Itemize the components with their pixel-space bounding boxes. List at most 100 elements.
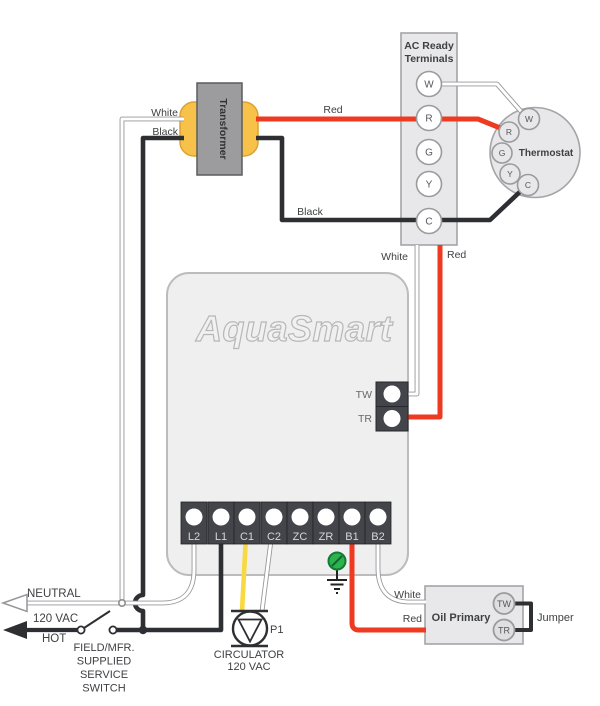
white-wire-w-inner	[429, 82, 527, 117]
tw-terminal	[383, 385, 401, 403]
tstat-terminal-w-label: W	[525, 114, 533, 124]
oil-terminal-tr	[492, 618, 516, 642]
switch-label-line3: SERVICE	[80, 669, 128, 681]
ac-panel-terminals: W R G Y C	[415, 70, 443, 235]
circulator-label-line1: CIRCULATOR	[214, 649, 285, 661]
oil-primary-terminals: TW TR Jumper	[492, 592, 574, 642]
tstat-terminal-c-label: C	[525, 180, 531, 190]
terminal-c1-label: C1	[240, 531, 254, 543]
ac-panel-title-line2: Terminals	[405, 53, 454, 65]
panel-terminal-y-label: Y	[426, 180, 433, 191]
thermostat-terminals: W R G Y C	[491, 107, 541, 197]
screw-slot	[331, 555, 343, 567]
transformer-core	[196, 82, 243, 176]
wires	[26, 81, 533, 633]
switch-lever	[83, 610, 111, 629]
terminal-zc-label: ZC	[293, 531, 308, 543]
oil-primary-label: Oil Primary	[432, 612, 492, 624]
panel-terminal-r	[415, 104, 443, 132]
terminal-b2	[369, 508, 387, 526]
circulator-label-line2: 120 VAC	[227, 661, 270, 673]
panel-terminal-g-label: G	[425, 148, 433, 159]
aquasmart-logo: AquaSmart	[195, 308, 394, 349]
label-red-top: Red	[323, 104, 342, 116]
terminal-zr	[317, 508, 335, 526]
switch-label-line2: SUPPLIED	[77, 656, 131, 668]
terminal-l1-label: L1	[215, 531, 227, 543]
oil-terminal-tw	[492, 592, 516, 615]
terminal-zr-label: ZR	[319, 531, 334, 543]
power-labels: NEUTRAL 120 VAC HOT FIELD/MFR. SUPPLIED …	[27, 588, 135, 695]
tstat-terminal-g	[491, 142, 513, 164]
terminal-l1	[212, 508, 230, 526]
oil-terminal-tr-label: TR	[498, 626, 510, 636]
tr-terminal	[383, 410, 401, 427]
label-red-panel: Red	[447, 249, 466, 261]
tstat-terminal-g-label: G	[499, 148, 506, 158]
tstat-terminal-c	[516, 173, 540, 197]
label-black-common: Black	[297, 206, 323, 218]
aquasmart-controller: AquaSmart	[166, 272, 409, 576]
pump-impeller-icon	[237, 618, 263, 644]
ground-screw	[327, 551, 347, 594]
ac-panel-title-line1: AC Ready	[404, 40, 454, 52]
terminal-l2-label: L2	[188, 531, 200, 543]
tstat-terminal-y-label: Y	[507, 169, 513, 179]
oil-terminal-tw-label: TW	[497, 599, 511, 609]
hot-arrow-icon	[3, 621, 27, 639]
panel-terminal-r-label: R	[425, 114, 432, 125]
pump-tag: P1	[270, 624, 283, 636]
tstat-terminal-r-label: R	[506, 127, 512, 137]
panel-terminal-c	[415, 207, 443, 235]
ac-ready-terminals-panel: AC Ready Terminals	[400, 32, 458, 246]
red-wire-tr	[401, 245, 443, 420]
tstat-terminal-y	[499, 163, 521, 185]
voltage-label: 120 VAC	[33, 613, 78, 625]
red-wire-r	[256, 116, 506, 133]
tstat-terminal-w	[517, 107, 541, 131]
circulator-pump: P1 CIRCULATOR 120 VAC	[214, 609, 285, 673]
panel-terminal-y	[415, 170, 443, 198]
tr-label: TR	[358, 413, 372, 425]
wire-labels: White Black Red Black White Red White Re…	[151, 104, 466, 625]
white-wire-b2-oil-inner	[376, 517, 426, 604]
black-wire-common	[256, 135, 526, 223]
power-feed	[0, 593, 148, 639]
panel-terminal-w-label: W	[424, 80, 434, 91]
white-wire-transformer-neutral-inner	[120, 117, 184, 603]
neutral-junction	[118, 598, 127, 607]
neutral-label: NEUTRAL	[27, 588, 81, 600]
panel-terminal-g	[415, 138, 443, 166]
switch-label-line4: SWITCH	[82, 683, 125, 695]
terminal-strip: L2 L1 C1 C2 ZC ZR B1 B2	[180, 501, 392, 545]
switch-label-line1: FIELD/MFR.	[73, 642, 134, 654]
switch-pole-left	[76, 625, 86, 635]
hot-junction-dot	[138, 625, 148, 635]
black-wire-l1-hot	[114, 517, 224, 633]
transformer-label: Transformer	[217, 98, 229, 159]
label-red-oil: Red	[403, 613, 422, 625]
white-wire-neutral-l2-inner	[27, 517, 196, 605]
service-switch	[76, 610, 118, 635]
thermostat-label: Thermostat	[519, 148, 574, 159]
panel-terminal-c-label: C	[425, 217, 432, 228]
label-black-transformer: Black	[152, 126, 178, 138]
label-white-panel: White	[381, 251, 408, 263]
terminal-b1	[343, 508, 361, 526]
neutral-arrow-icon	[0, 593, 28, 613]
terminal-b1-label: B1	[345, 531, 358, 543]
terminal-c1	[238, 508, 256, 526]
earth-ground-icon	[327, 579, 347, 594]
hot-label: HOT	[42, 633, 66, 645]
label-white-oil: White	[394, 589, 421, 601]
tstat-terminal-r	[498, 121, 520, 143]
terminal-c2	[265, 508, 283, 526]
transformer: Transformer	[179, 82, 259, 176]
terminal-c2-label: C2	[267, 531, 281, 543]
aquasmart-tstat-block: TW TR	[356, 381, 409, 432]
panel-terminal-w	[415, 70, 443, 98]
label-white-transformer: White	[151, 107, 178, 119]
jumper-label: Jumper	[537, 612, 574, 624]
